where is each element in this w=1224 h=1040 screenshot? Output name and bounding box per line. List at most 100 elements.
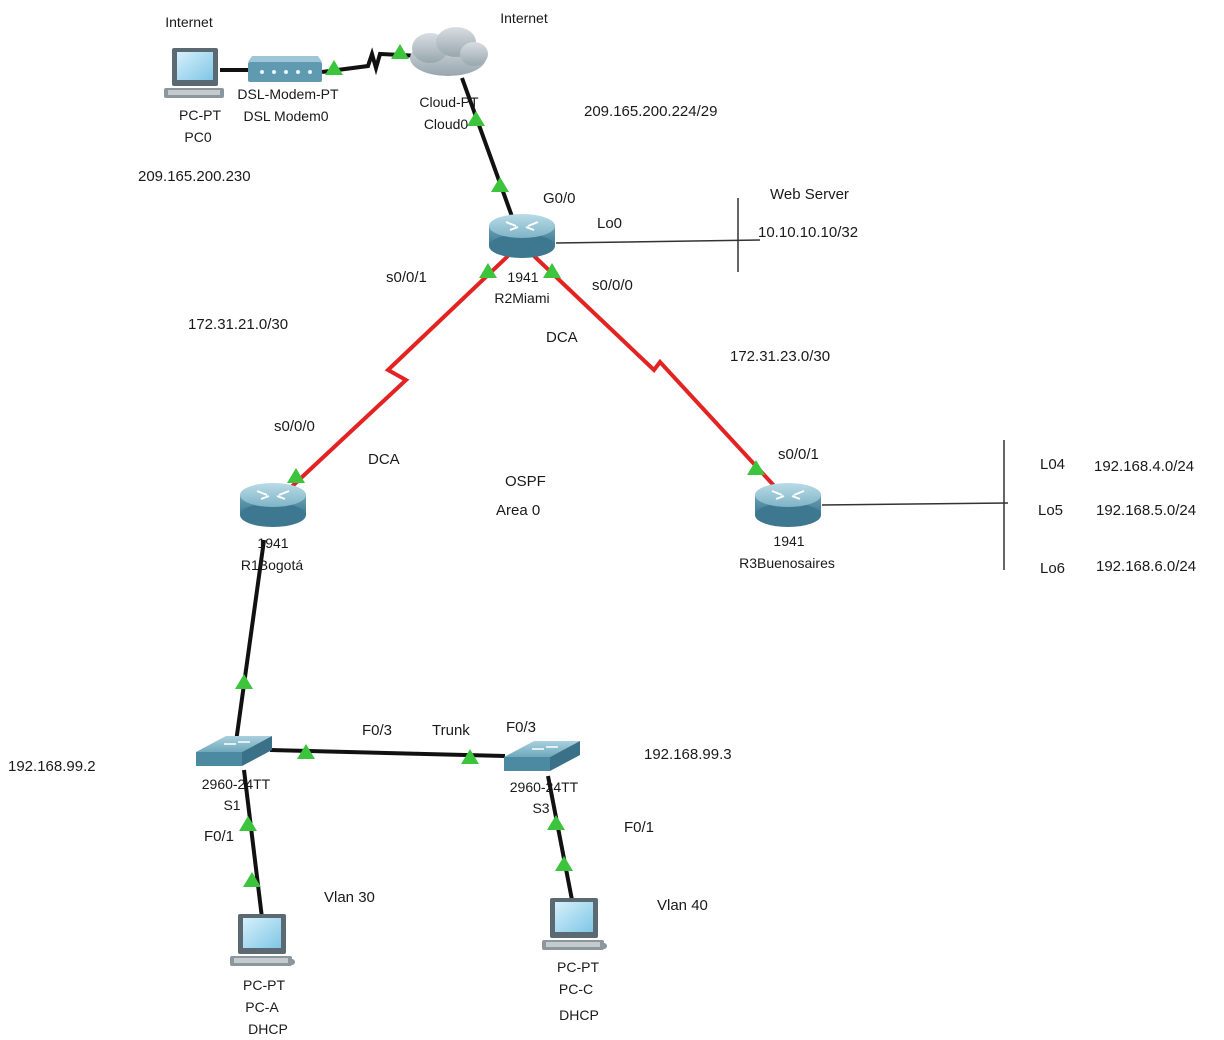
link-r2-r1-serial[interactable] <box>284 254 510 494</box>
g00-label: G0/0 <box>543 190 576 207</box>
lo0-ip-label: 10.10.10.10/32 <box>758 224 858 241</box>
r3-s001-label: s0/0/1 <box>778 446 819 463</box>
link-r2-r3-serial[interactable] <box>532 254 780 492</box>
isp-network-label: 209.165.200.224/29 <box>584 103 717 120</box>
port-up-icon <box>479 263 497 278</box>
link-s1-pca[interactable] <box>242 769 264 919</box>
lo4-ip-label: 192.168.4.0/24 <box>1094 458 1194 475</box>
pc-icon <box>164 48 224 98</box>
r1-s000-label: s0/0/0 <box>274 418 315 435</box>
port-up-icon <box>547 815 565 830</box>
net-r2-r3-label: 172.31.23.0/30 <box>730 348 830 365</box>
links <box>220 47 1009 919</box>
pc0-model: PC-PT <box>179 107 221 123</box>
cloud-device[interactable] <box>410 27 488 76</box>
port-indicators <box>235 44 765 887</box>
trunk-label: Trunk <box>432 722 470 739</box>
pca-addressing: DHCP <box>248 1021 288 1037</box>
r1-name: R1Bogotá <box>241 557 303 573</box>
port-up-icon <box>747 460 765 475</box>
r1-model: 1941 <box>257 535 288 551</box>
r2-s001-label: s0/0/1 <box>386 269 427 286</box>
switch-icon <box>504 741 580 771</box>
vlan30-label: Vlan 30 <box>324 889 375 906</box>
s1-f03-label: F0/3 <box>362 722 392 739</box>
r2-model: 1941 <box>507 269 538 285</box>
pc-icon <box>542 898 607 950</box>
lo5-label: Lo5 <box>1038 502 1063 519</box>
r2-name: R2Miami <box>494 290 549 306</box>
port-up-icon <box>235 674 253 689</box>
area-label: Area 0 <box>496 502 540 519</box>
s1-ip-label: 192.168.99.2 <box>8 758 96 775</box>
r3-loopback-line <box>821 502 1009 506</box>
modem-name: DSL Modem0 <box>243 108 328 124</box>
cloud-icon <box>410 27 488 76</box>
s3-ip-label: 192.168.99.3 <box>644 746 732 763</box>
cloud-top-label: Internet <box>500 10 548 26</box>
port-up-icon <box>243 872 261 887</box>
pca-model: PC-PT <box>243 977 285 993</box>
pc0-device[interactable] <box>164 48 224 98</box>
s3-model: 2960-24TT <box>510 779 579 795</box>
dsl-modem-icon <box>248 56 322 82</box>
dca-r1-label: DCA <box>368 451 400 468</box>
lo5-ip-label: 192.168.5.0/24 <box>1096 502 1196 519</box>
s1-f01-label: F0/1 <box>204 828 234 845</box>
pca-name: PC-A <box>245 999 279 1015</box>
network-annotations: 209.165.200.230 209.165.200.224/29 Web S… <box>8 103 1196 914</box>
pca-device[interactable] <box>230 914 295 966</box>
modem-model: DSL-Modem-PT <box>237 86 339 102</box>
pc0-name: PC0 <box>184 129 211 145</box>
vlan40-label: Vlan 40 <box>657 897 708 914</box>
r3-model: 1941 <box>773 533 804 549</box>
device-labels: Internet PC-PT PC0 DSL-Modem-PT DSL Mode… <box>165 10 835 1037</box>
port-up-icon <box>491 177 509 192</box>
web-server-label: Web Server <box>770 186 849 203</box>
lo6-label: Lo6 <box>1040 560 1065 577</box>
r1-router-device[interactable] <box>240 483 306 527</box>
pcc-name: PC-C <box>559 981 593 997</box>
port-up-icon <box>391 44 409 59</box>
pc0-ip-label: 209.165.200.230 <box>138 168 251 185</box>
pcc-device[interactable] <box>542 898 607 950</box>
net-r1-r2-label: 172.31.21.0/30 <box>188 316 288 333</box>
link-modem-cloud[interactable] <box>321 47 421 76</box>
port-up-icon <box>543 263 561 278</box>
r3-name: R3Buenosaires <box>739 555 835 571</box>
pc-icon <box>230 914 295 966</box>
s3-f03-label: F0/3 <box>506 719 536 736</box>
link-cloud-r2[interactable] <box>460 77 516 223</box>
port-up-icon <box>287 468 305 483</box>
s3-switch-device[interactable] <box>504 741 580 771</box>
s1-model: 2960-24TT <box>202 776 271 792</box>
link-r1-s1[interactable] <box>234 539 266 743</box>
lo0-line <box>555 239 761 244</box>
s3-f01-label: F0/1 <box>624 819 654 836</box>
port-up-icon <box>467 111 485 126</box>
dsl-modem-device[interactable] <box>248 56 322 82</box>
r2-router-device[interactable] <box>489 214 555 258</box>
r2-s000-label: s0/0/0 <box>592 277 633 294</box>
port-up-icon <box>297 744 315 759</box>
cloud-name: Cloud0 <box>424 116 469 132</box>
r3-router-device[interactable] <box>755 483 821 527</box>
pcc-addressing: DHCP <box>559 1007 599 1023</box>
pc0-top-label: Internet <box>165 14 213 30</box>
port-up-icon <box>239 816 257 831</box>
ospf-label: OSPF <box>505 473 546 490</box>
router-icon <box>489 214 555 258</box>
lo0-label: Lo0 <box>597 215 622 232</box>
switch-icon <box>196 736 272 766</box>
s1-name: S1 <box>223 797 240 813</box>
lo4-label: L04 <box>1040 456 1065 473</box>
lo6-ip-label: 192.168.6.0/24 <box>1096 558 1196 575</box>
pcc-model: PC-PT <box>557 959 599 975</box>
port-up-icon <box>555 856 573 871</box>
link-s3-pcc[interactable] <box>546 775 574 901</box>
port-up-icon <box>461 749 479 764</box>
router-icon <box>240 483 306 527</box>
s1-switch-device[interactable] <box>196 736 272 766</box>
router-icon <box>755 483 821 527</box>
cloud-model: Cloud-PT <box>419 94 479 110</box>
